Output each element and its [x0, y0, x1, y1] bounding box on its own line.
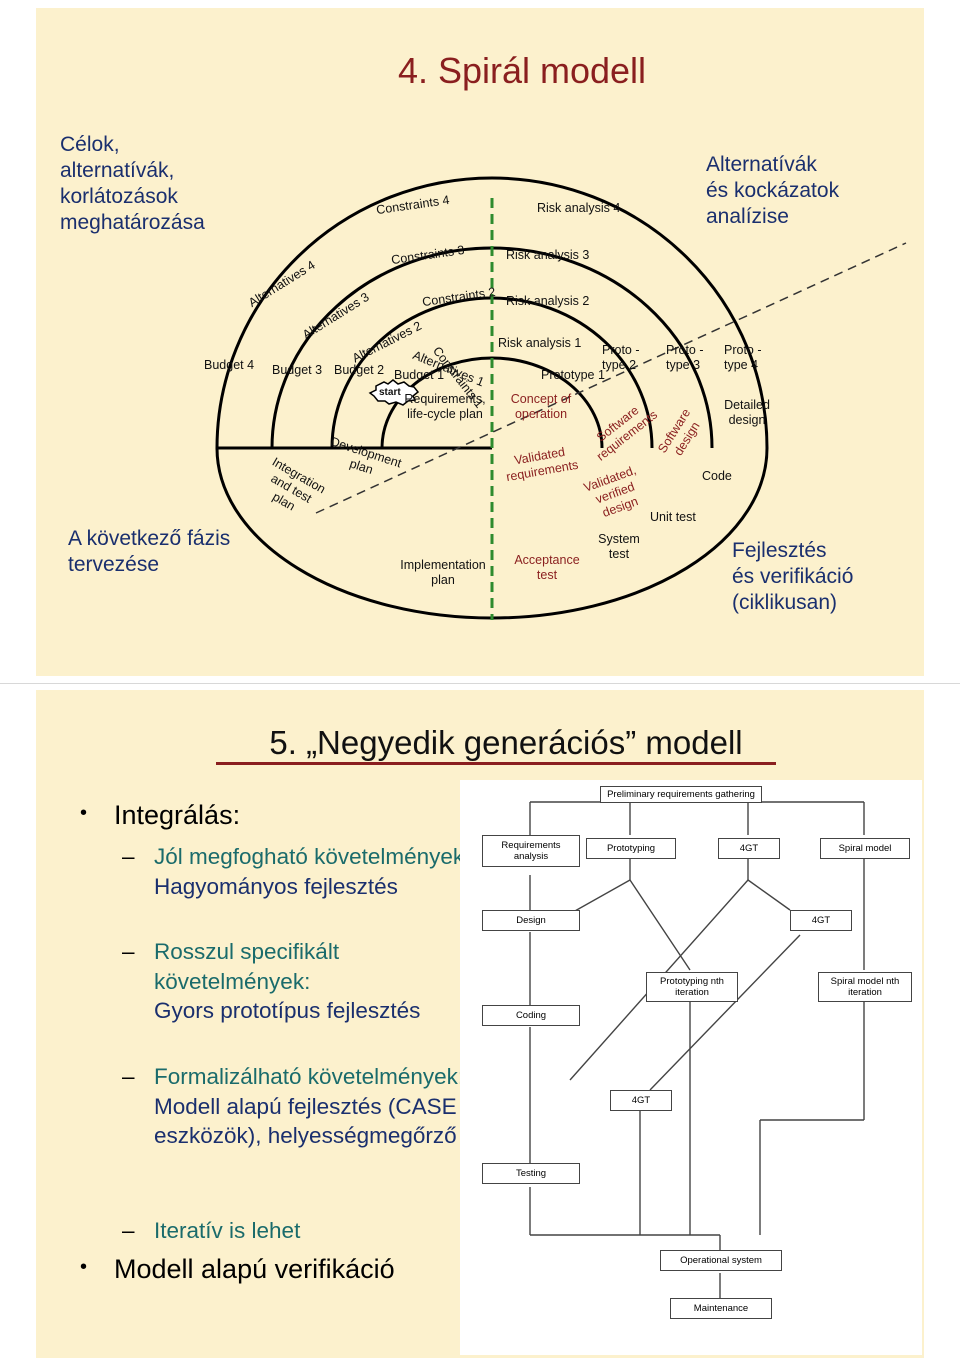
dash-icon: – — [122, 939, 135, 964]
flow-4gt-b: 4GT — [790, 910, 852, 931]
sub-item-3-head: Formalizálható követelmények: — [154, 1064, 465, 1089]
sub-item-4: – Iteratív is lehet — [122, 1216, 494, 1246]
quadrant-label-objectives: Célok, alternatívák, korlátozások meghat… — [60, 133, 205, 234]
sub-item-4-head: Iteratív is lehet — [154, 1218, 301, 1243]
detailed-design-label: Detailed design — [724, 398, 770, 427]
spiral-loop-1 — [380, 356, 604, 450]
risk-analysis-3-label: Risk analysis 3 — [506, 248, 590, 262]
acceptance-test-label: Acceptance test — [514, 553, 580, 582]
risk-analysis-1-label: Risk analysis 1 — [498, 336, 582, 350]
sub-item-3: – Formalizálható követelmények: Modell a… — [122, 1062, 494, 1151]
flow-proto-nth: Prototyping nth iteration — [646, 972, 738, 1002]
sub-item-1-body: Hagyományos fejlesztés — [154, 873, 398, 899]
requirements-plan-label: Requirements, life-cycle plan — [404, 392, 486, 421]
flow-prototyping: Prototyping — [586, 838, 676, 859]
flow-coding: Coding — [482, 1005, 580, 1026]
slide-4gt-model: 5. „Negyedik generációs” modell • Integr… — [36, 690, 924, 1358]
flow-testing: Testing — [482, 1163, 580, 1184]
slide-title: 5. „Negyedik generációs” modell — [269, 724, 743, 761]
sub-item-1: – Jól megfogható követelmények: Hagyomán… — [122, 842, 494, 901]
start-marker — [368, 379, 420, 406]
diagonal-axis — [315, 242, 907, 514]
prototype-2-label: Proto - type 2 — [602, 343, 640, 372]
sub-item-2: – Rosszul specifikált követelmények: Gyo… — [122, 937, 494, 1026]
flow-opsys: Operational system — [660, 1250, 782, 1271]
quadrant-label-planning: A következő fázis tervezése — [68, 527, 231, 576]
validated-design-label: Validated, verified design — [581, 462, 640, 520]
start-label: start — [379, 387, 401, 398]
flow-gather: Preliminary requirements gathering — [600, 786, 762, 803]
validated-req-label: Validated requirements — [505, 444, 580, 485]
prototype-3-label: Proto - type 3 — [666, 343, 704, 372]
system-test-label: System test — [598, 532, 640, 561]
bullet-verification: • Modell alapú verifikáció — [80, 1254, 395, 1285]
budget-4-label: Budget 4 — [204, 358, 255, 372]
sub-item-2-body: Gyors prototípus fejlesztés — [154, 998, 421, 1023]
dash-icon: – — [122, 1218, 135, 1243]
sub-item-2-head: Rosszul specifikált követelmények: — [154, 939, 340, 994]
bullet-integration-text: Integrálás: — [114, 800, 241, 830]
spiral-diagram — [215, 176, 907, 620]
budget-3-label: Budget 3 — [272, 363, 323, 377]
budget-1-label: Budget 1 — [394, 368, 445, 382]
slide-spiral-model: 4. Spirál modell Célok, alternatívák, ko… — [36, 8, 924, 676]
risk-analysis-2-label: Risk analysis 2 — [506, 294, 590, 308]
quadrant-label-development: Fejlesztés és verifikáció (ciklikusan) — [732, 539, 854, 614]
bullet-integration: • Integrálás: — [80, 800, 241, 831]
sw-requirements-label: Software requirements — [593, 403, 661, 464]
unit-test-label: Unit test — [650, 510, 696, 524]
quadrant-label-risk: Alternatívák és kockázatok analízise — [706, 153, 840, 228]
constraints-3-label: Constraints 3 — [390, 242, 466, 268]
constraints-4-label: Constraints 4 — [375, 192, 451, 218]
risk-analysis-4-label: Risk analysis 4 — [537, 201, 621, 215]
development-plan-label: Development plan — [328, 434, 404, 477]
spiral-loop-2 — [330, 296, 654, 450]
spiral-loop-4 — [215, 176, 769, 450]
dash-icon: – — [122, 1064, 135, 1089]
flow-design: Design — [482, 910, 580, 931]
flow-req-analysis: Requirements analysis — [482, 835, 580, 867]
code-label: Code — [702, 469, 732, 483]
spiral-loop-3 — [270, 246, 714, 450]
budget-2-label: Budget 2 — [334, 363, 385, 377]
bullet-dot-icon: • — [80, 802, 88, 824]
flow-spiral: Spiral model — [820, 838, 910, 859]
slide-title: 4. Spirál modell — [397, 50, 647, 91]
title-underline — [216, 762, 776, 765]
flow-4gt-a: 4GT — [718, 838, 780, 859]
flow-spiral-nth: Spiral model nth iteration — [818, 972, 912, 1002]
flow-4gt-c: 4GT — [610, 1090, 672, 1111]
slide-separator — [0, 683, 960, 684]
bullet-dot-icon: • — [80, 1256, 88, 1278]
sub-item-1-head: Jól megfogható követelmények: — [154, 844, 471, 869]
alternatives-3-label: Alternatives 3 — [300, 289, 372, 342]
implementation-plan-label: Implementation plan — [400, 558, 486, 587]
constraints-2-label: Constraints 2 — [421, 284, 497, 310]
prototype-4-label: Proto - type 4 — [724, 343, 762, 372]
dash-icon: – — [122, 844, 135, 869]
bullet-verification-text: Modell alapú verifikáció — [114, 1254, 395, 1284]
prototype-1-label: Prototype 1 — [541, 368, 605, 382]
sub-item-3-body: Modell alapú fejlesztés (CASE eszközök),… — [154, 1093, 457, 1149]
concept-label: Concept of operation — [510, 392, 572, 421]
integration-plan-label: Integration and test plan — [268, 454, 328, 514]
alternatives-4-label: Alternatives 4 — [246, 257, 318, 310]
flowchart-panel: Preliminary requirements gathering Requi… — [460, 780, 922, 1355]
flow-maint: Maintenance — [670, 1298, 772, 1319]
